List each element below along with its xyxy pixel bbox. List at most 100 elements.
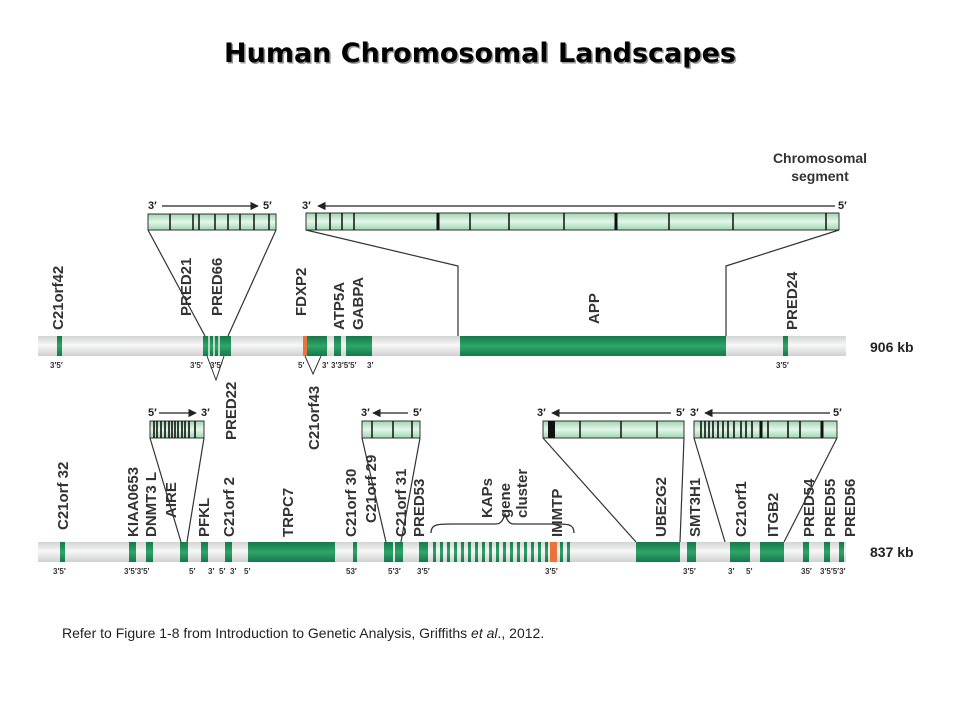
gene-label: FDXP2 (293, 268, 310, 316)
gene-label: cluster (514, 469, 531, 518)
end-label: 3′ (728, 567, 734, 576)
kap-gene (503, 542, 506, 562)
gene-label: C21orf 29 (363, 455, 380, 523)
end-label: 3′ (230, 567, 236, 576)
end-label: 3′5′5′3′ (820, 567, 846, 576)
gene-block (730, 542, 750, 562)
gene-label: UBE2G2 (653, 477, 670, 537)
cluster-brace (430, 511, 575, 534)
gene-label: IMMTP (549, 489, 566, 537)
gene-block (60, 542, 65, 562)
connector-line (227, 229, 277, 337)
inset-end-label: 3′ (148, 200, 157, 212)
gene-block (146, 542, 153, 562)
inset-d: 3′ 5′ (690, 407, 842, 543)
gene-label: C21orf 30 (343, 469, 360, 537)
gene-block (201, 542, 208, 562)
end-label: 3′ (322, 361, 328, 370)
gene-block (180, 542, 188, 562)
end-label: 3′ (208, 567, 214, 576)
kap-gene (496, 542, 499, 562)
kap-gene (454, 542, 457, 562)
connector-line (542, 437, 637, 543)
connector-line (693, 437, 726, 543)
inset-end-label: 5′ (676, 407, 685, 419)
inset-segment (147, 213, 277, 231)
inset-c: 3′ 5′ (537, 407, 685, 543)
inset-end-label: 5′ (413, 407, 422, 419)
end-label: 3′5′ (190, 361, 203, 370)
kap-gene (475, 542, 478, 562)
exon-marks (169, 214, 270, 230)
gene-label: C21orf 32 (55, 462, 72, 530)
end-label: 3′3′5′5′ (331, 361, 357, 370)
inset-a: 5′ 3′ (148, 407, 210, 543)
connector-line (186, 437, 205, 543)
inset-left-1: 3′ 5′ (147, 200, 277, 337)
kap-gene (440, 542, 443, 562)
exon-marks (371, 421, 413, 438)
kap-gene (531, 542, 534, 562)
chromosome-1: 3′ 5′ 3′ 5′ (38, 200, 914, 450)
connector-line (305, 229, 459, 336)
inset-segment (361, 420, 421, 439)
gene-block-app (460, 336, 726, 356)
end-label: 5′3′ (388, 567, 401, 576)
kap-gene (560, 542, 563, 562)
immtp-block (550, 542, 557, 562)
inset-end-label: 5′ (148, 407, 157, 419)
kap-gene (517, 542, 520, 562)
gene-label: C21orf1 (733, 481, 750, 537)
gene-block (384, 542, 393, 562)
gene-label: C21orf42 (50, 266, 67, 330)
kap-gene (489, 542, 492, 562)
gene-label: C21orf43 (306, 386, 323, 450)
kap-gene (468, 542, 471, 562)
connector-line (783, 437, 838, 543)
kap-gene (538, 542, 541, 562)
inset-segment (149, 420, 205, 439)
gene-block-trpc7 (248, 542, 335, 562)
segment-label-line1: Chromosomal (773, 150, 867, 166)
gene-label: KAPs (479, 478, 496, 518)
gene-label: PRED22 (223, 382, 240, 440)
inset-segment (693, 420, 838, 439)
gene-label: PRED56 (842, 479, 859, 537)
inset-end-label: 5′ (263, 200, 272, 212)
inset-end-label: 3′ (302, 200, 311, 212)
end-label: 3′5′ (53, 567, 66, 576)
gene-block (346, 336, 372, 356)
gene-label: DNMT3 L (143, 472, 160, 537)
gene-block (307, 336, 327, 356)
inset-end-label: 5′ (838, 200, 847, 212)
inset-end-label: 3′ (361, 407, 370, 419)
inset-right-1: 3′ 5′ (302, 200, 847, 336)
size-label: 837 kb (870, 544, 914, 560)
end-label: 3′5′ (683, 567, 696, 576)
gene-label: PRED21 (178, 258, 195, 316)
gene-block (225, 542, 232, 562)
exon-marks (315, 213, 827, 230)
gene-label: PRED66 (209, 258, 226, 316)
gene-block (839, 542, 844, 562)
connector-line (679, 437, 685, 543)
connector-line (400, 437, 421, 543)
gene-label: gene (497, 483, 514, 518)
end-label: 5′ (244, 567, 250, 576)
connector-line (149, 437, 182, 543)
figure-caption: Refer to Figure 1-8 from Introduction to… (62, 625, 544, 641)
gene-block (824, 542, 830, 562)
caption-italic: et al (471, 625, 498, 641)
caption-text: Refer to Figure 1-8 from Introduction to… (62, 625, 472, 641)
gene-block-ube2g2 (636, 542, 680, 562)
end-label: 3′ (367, 361, 373, 370)
gene-label: TRPC7 (280, 488, 297, 537)
end-label: 5′ (219, 567, 225, 576)
inset-b: 3′ 5′ (361, 407, 422, 543)
segment-label-line2: segment (791, 168, 849, 184)
inset-end-label: 3′ (537, 407, 546, 419)
end-label: 3′5′3′5′ (124, 567, 150, 576)
end-label: 5′ (189, 567, 195, 576)
gene-block (783, 336, 788, 356)
